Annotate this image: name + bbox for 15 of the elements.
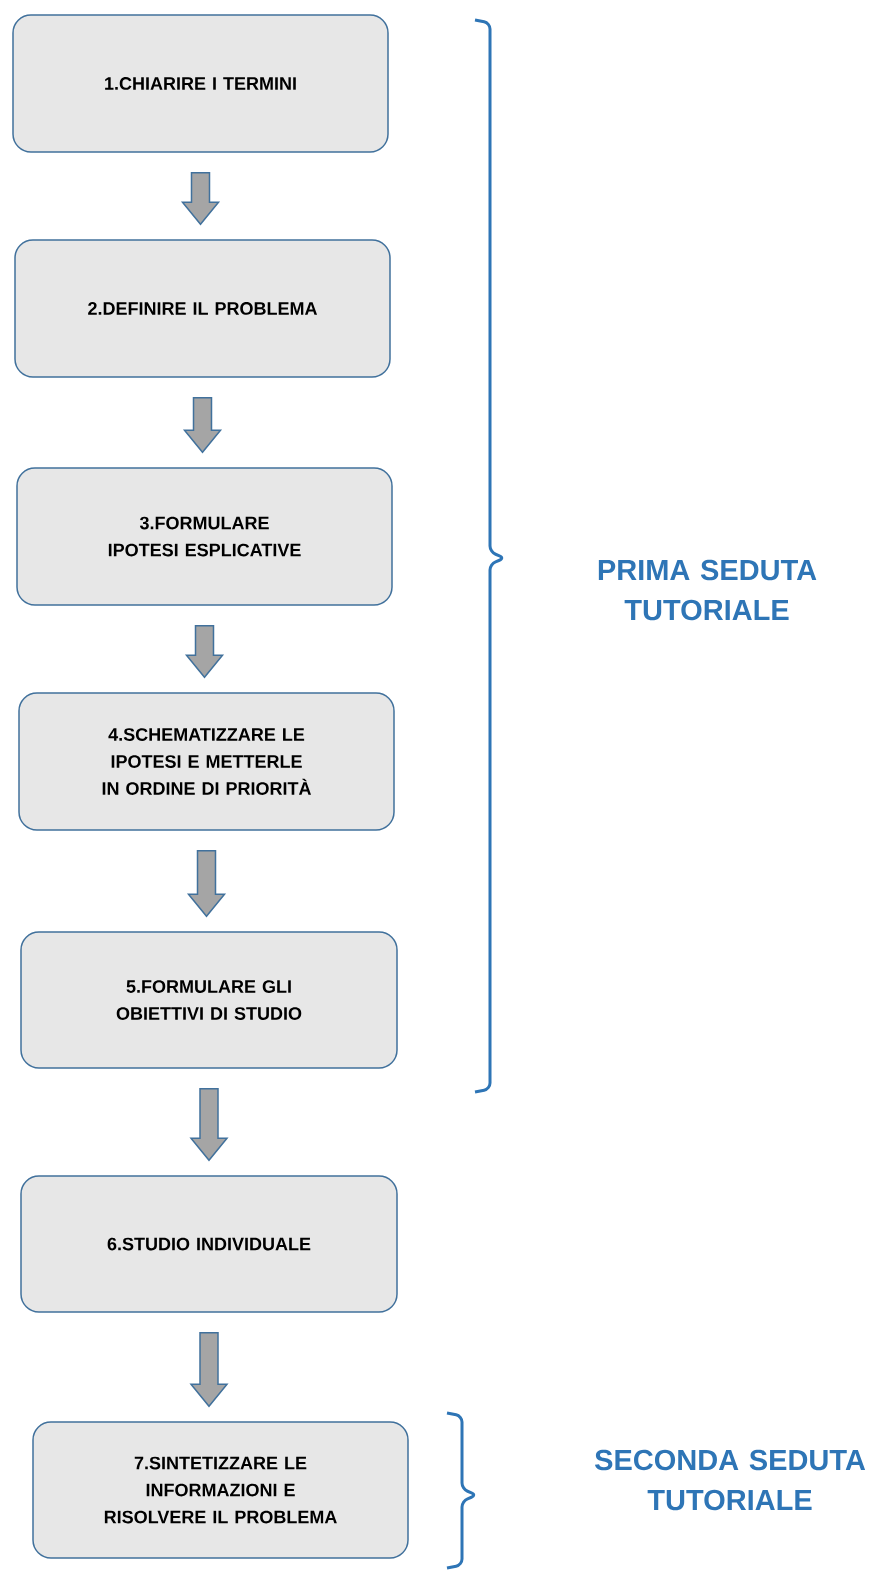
block-arrow — [189, 1332, 229, 1408]
block-arrow — [189, 1088, 229, 1162]
process-box: 4.SCHEMATIZZARE LE IPOTESI E METTERLE IN ORDINE DI PRIORITÀ — [18, 692, 395, 831]
process-box: 7.SINTETIZZARE LE INFORMAZIONI E RISOLVERE IL PROBLEMA — [32, 1421, 409, 1559]
section-label: SECONDA SEDUTA TUTORIALE — [594, 1449, 866, 1511]
process-box: 1.CHIARIRE I TERMINI — [12, 14, 389, 153]
block-arrow — [180, 172, 221, 226]
block-arrow — [186, 850, 227, 918]
block-arrow — [184, 625, 225, 679]
process-box: 5.FORMULARE GLI OBIETTIVI DI STUDIO — [20, 931, 398, 1069]
process-box: 3.FORMULARE IPOTESI ESPLICATIVE — [16, 467, 393, 606]
section-label: PRIMA SEDUTA TUTORIALE — [598, 559, 817, 621]
process-box: 6.STUDIO INDIVIDUALE — [20, 1175, 398, 1313]
block-arrow — [182, 397, 223, 454]
process-box: 2.DEFINIRE IL PROBLEMA — [14, 239, 391, 378]
